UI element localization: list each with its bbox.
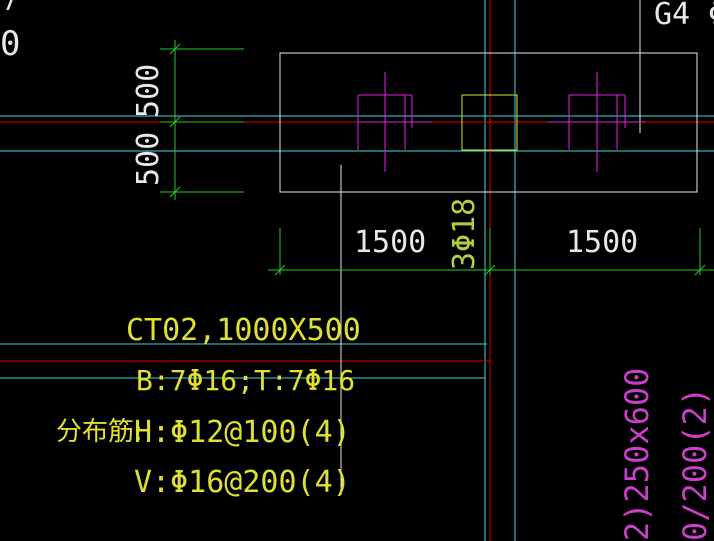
horizontal-dimension — [268, 228, 714, 276]
dimension-text-1500-left: 1500 — [354, 225, 426, 260]
cap-reinforcement-label: B:7Φ16;T:7Φ16 — [136, 364, 355, 397]
dimension-text-500-top: 500 — [131, 64, 166, 118]
rebar-label-3-phi-18: 3Φ18 — [447, 198, 482, 270]
distribution-bar-vertical: V:Φ16@200(4) — [134, 465, 351, 500]
pile-cap-outline[interactable] — [279, 52, 698, 193]
dimension-text-500-bottom: 500 — [131, 132, 166, 186]
beam-label-section: 2)250x600 — [618, 368, 656, 541]
corner-label-top-left-1: 7 — [2, 0, 18, 17]
vertical-dimension — [160, 40, 244, 200]
cap-name-label[interactable]: CT02,1000X500 — [126, 313, 361, 348]
corner-label-top-left-2: 0 — [0, 24, 20, 64]
column-square[interactable] — [461, 94, 518, 151]
dimension-text-1500-right: 1500 — [566, 225, 638, 260]
corner-label-top-right: G4 Φ — [654, 0, 714, 32]
beam-label-stirrup: 0/200(2) — [676, 387, 714, 541]
pile-symbol-left[interactable] — [357, 72, 432, 172]
distribution-bar-horizontal: H:Φ12@100(4) — [134, 415, 351, 450]
distribution-bar-prefix: 分布筋: — [56, 417, 143, 447]
pile-symbol-right[interactable] — [548, 72, 645, 172]
